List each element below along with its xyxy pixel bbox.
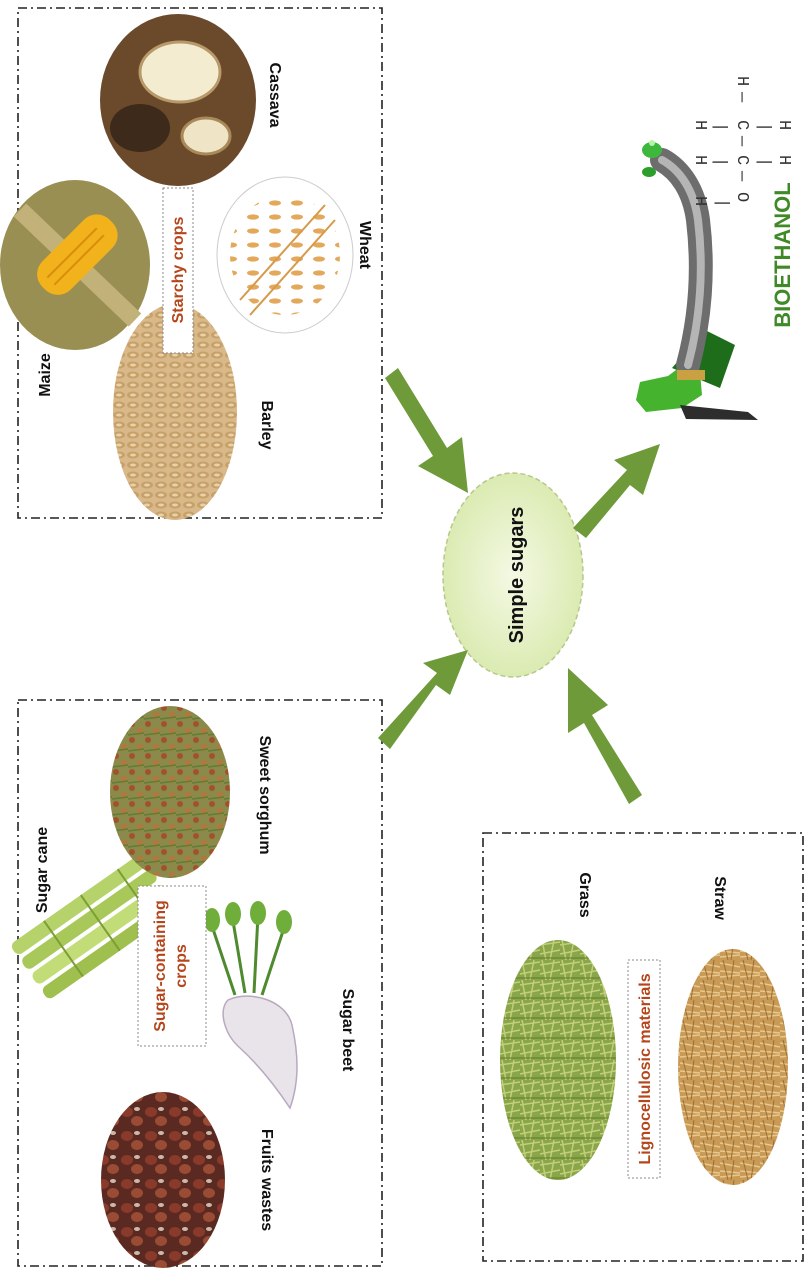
- category-sugar-line1: Sugar-containing: [152, 900, 169, 1032]
- mol-h-oh: H: [690, 196, 709, 206]
- mol-h-bottom-1: H: [690, 120, 709, 130]
- mol-c-1: C: [732, 120, 751, 130]
- label-sugar-cane: Sugar cane: [34, 827, 51, 913]
- label-wheat: Wheat: [356, 221, 373, 270]
- mol-bond-top-1: |: [754, 122, 773, 132]
- mol-h-top-2: H: [774, 155, 793, 165]
- grass-image: [500, 940, 616, 1180]
- label-sugar-beet: Sugar beet: [339, 989, 356, 1072]
- label-maize: Maize: [37, 353, 54, 397]
- fruits-wastes-image: [101, 1092, 225, 1268]
- simple-sugars-label: Simple sugars: [506, 507, 528, 644]
- mol-h-left: H: [732, 76, 751, 86]
- mol-c-2: C: [732, 155, 751, 165]
- mol-bond-left: —: [732, 91, 751, 103]
- label-sweet-sorghum: Sweet sorghum: [256, 735, 273, 854]
- mol-bond-oh: |: [712, 198, 731, 208]
- mol-bond-cc: —: [732, 135, 751, 147]
- arrow-starchy-to-sugars: [385, 368, 468, 493]
- mol-o: O: [732, 192, 751, 202]
- wheat-image: [217, 177, 353, 333]
- maize-image: [0, 180, 150, 350]
- category-box-sugar: [138, 886, 206, 1046]
- arrow-sugars-to-bioethanol: [573, 444, 660, 538]
- bioethanol-label: BIOETHANOL: [770, 182, 795, 327]
- mol-bond-bottom-1: |: [710, 122, 729, 132]
- fuel-nozzle-icon: [636, 140, 758, 420]
- sugar-beet-image: [204, 901, 297, 1108]
- mol-h-bottom-2: H: [690, 155, 709, 165]
- category-sugar-line2: crops: [173, 944, 190, 988]
- mol-bond-co: —: [732, 170, 751, 182]
- label-barley: Barley: [258, 401, 275, 450]
- label-straw: Straw: [711, 876, 728, 920]
- arrow-ligno-to-sugars: [568, 668, 642, 804]
- label-cassava: Cassava: [266, 63, 283, 128]
- cassava-image: [100, 14, 256, 186]
- straw-image: [678, 949, 788, 1185]
- mol-h-top-1: H: [774, 120, 793, 130]
- category-starchy: Starchy crops: [170, 217, 187, 324]
- label-fruits-wastes: Fruits wastes: [258, 1129, 275, 1231]
- label-grass: Grass: [576, 872, 593, 917]
- category-ligno: Lignocellulosic materials: [637, 973, 654, 1164]
- mol-bond-bottom-2: |: [710, 157, 729, 167]
- arrow-sugarcrops-to-sugars: [378, 650, 468, 749]
- sweet-sorghum-image: [110, 706, 230, 878]
- mol-bond-top-2: |: [754, 157, 773, 167]
